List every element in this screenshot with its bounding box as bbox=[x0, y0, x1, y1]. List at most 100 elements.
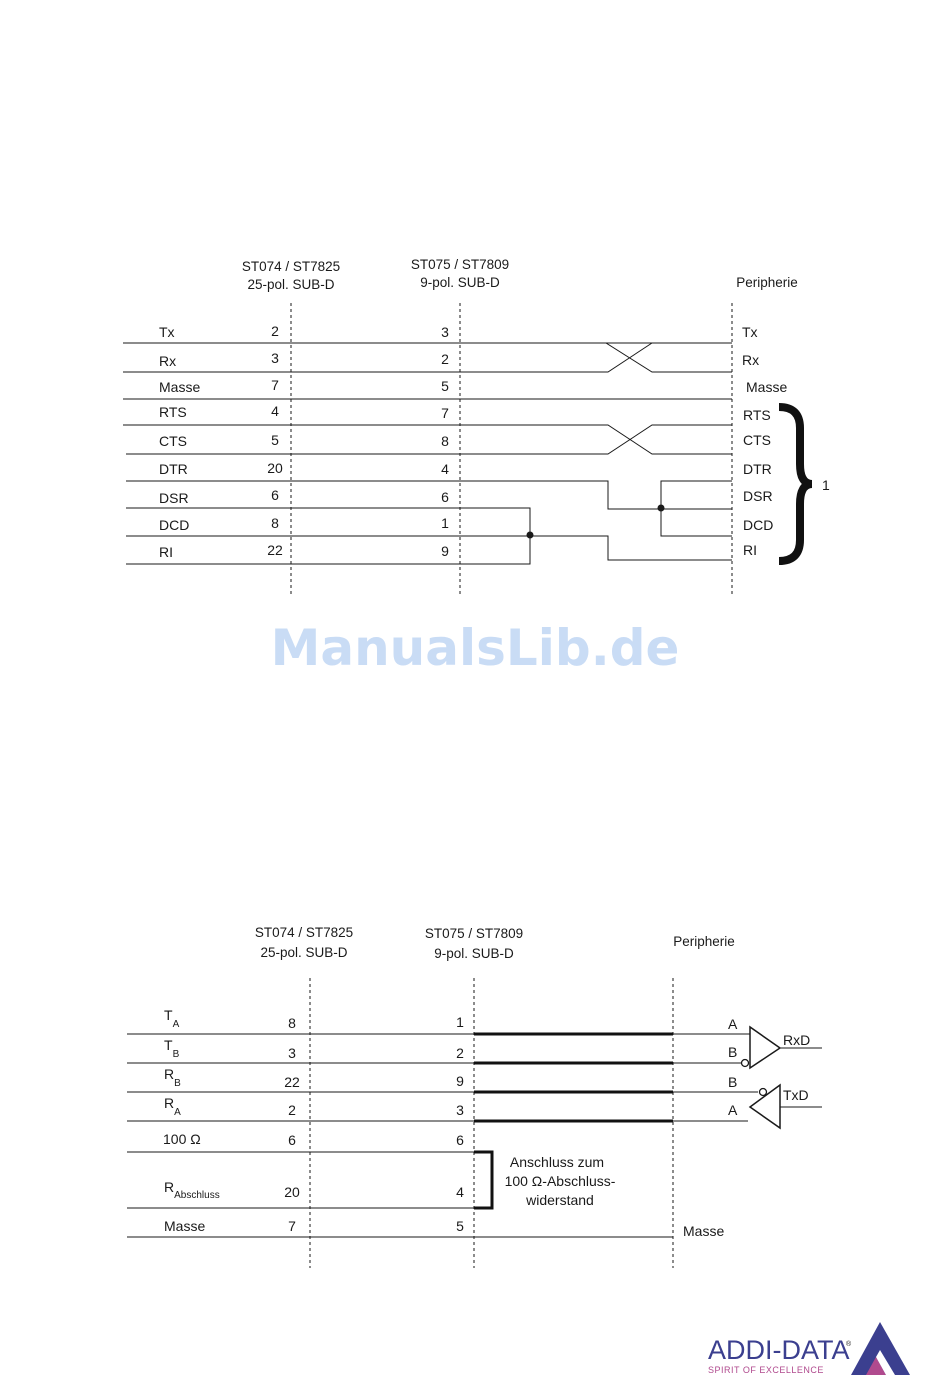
junction-dot bbox=[657, 504, 665, 512]
wire-cts bbox=[126, 424, 732, 455]
d1-col1-header-line1: ST074 / ST7825 bbox=[242, 259, 340, 274]
d2-signal-label: Masse bbox=[164, 1218, 205, 1234]
d2-signal-label: TA bbox=[164, 1007, 180, 1030]
d2-peripheral-label: A bbox=[728, 1016, 738, 1032]
termination-note-line2: 100 Ω-Abschluss- bbox=[505, 1173, 616, 1189]
receiver-buffer-icon bbox=[740, 1025, 822, 1070]
d1-pin25: 22 bbox=[267, 542, 283, 558]
brace-label: 1 bbox=[822, 477, 830, 493]
d1-peripheral-header: Peripherie bbox=[736, 275, 798, 290]
d2-pin25: 20 bbox=[284, 1184, 300, 1200]
d2-pin9: 5 bbox=[456, 1218, 464, 1234]
d2-pin9: 4 bbox=[456, 1184, 464, 1200]
addi-data-logo: ADDI-DATA ® SPIRIT OF EXCELLENCE bbox=[708, 1322, 910, 1375]
d2-pin25: 2 bbox=[288, 1102, 296, 1118]
d2-signal-labels: TA TB RB RA 100 Ω RAbschluss Masse bbox=[163, 1007, 220, 1234]
d1-wires bbox=[123, 342, 732, 565]
termination-note-line3: widerstand bbox=[525, 1192, 594, 1208]
d1-pin25: 20 bbox=[267, 460, 283, 476]
d1-pin9: 1 bbox=[441, 515, 449, 531]
d2-signal-label: RAbschluss bbox=[164, 1179, 220, 1201]
d2-pin25: 6 bbox=[288, 1132, 296, 1148]
d1-pin25: 5 bbox=[271, 432, 279, 448]
d2-pin9: 6 bbox=[456, 1132, 464, 1148]
d1-peripheral-label: Masse bbox=[746, 379, 787, 395]
d1-signal-label: Tx bbox=[159, 324, 175, 340]
d1-peripheral-label: RI bbox=[743, 542, 757, 558]
d2-signal-label: TB bbox=[164, 1037, 180, 1060]
d1-col2-header-line2: 9-pol. SUB-D bbox=[420, 275, 500, 290]
d2-col2-header-line2: 9-pol. SUB-D bbox=[434, 946, 514, 961]
d1-pin9: 3 bbox=[441, 324, 449, 340]
d1-peripheral-labels: Tx Rx Masse RTS CTS DTR DSR DCD RI bbox=[742, 324, 787, 558]
d1-col2-header-line1: ST075 / ST7809 bbox=[411, 257, 509, 272]
d1-peripheral-label: Rx bbox=[742, 352, 759, 368]
wire-rx-cross bbox=[460, 342, 732, 373]
d1-signal-label: DCD bbox=[159, 517, 189, 533]
d2-pin25: 3 bbox=[288, 1045, 296, 1061]
d1-peripheral-label: DTR bbox=[743, 461, 772, 477]
d2-peripheral-label: B bbox=[728, 1044, 737, 1060]
termination-bridge bbox=[474, 1150, 494, 1210]
d1-pin25: 7 bbox=[271, 377, 279, 393]
d2-col1-header-line1: ST074 / ST7825 bbox=[255, 925, 353, 940]
wire-ri bbox=[530, 535, 732, 561]
d2-pin9-numbers: 1 2 9 3 6 4 5 bbox=[456, 1014, 464, 1234]
d2-peripheral-label: B bbox=[728, 1074, 737, 1090]
logo-brand-text: ADDI-DATA bbox=[708, 1335, 850, 1365]
d2-pin9: 2 bbox=[456, 1045, 464, 1061]
rs422-wiring-diagram: ST074 / ST7825 25-pol. SUB-D ST075 / ST7… bbox=[127, 925, 822, 1268]
d1-signal-label: DSR bbox=[159, 490, 189, 506]
d1-signal-label: DTR bbox=[159, 461, 188, 477]
txd-label: TxD bbox=[783, 1087, 809, 1103]
d1-col1-header-line2: 25-pol. SUB-D bbox=[247, 277, 334, 292]
d1-pin9: 4 bbox=[441, 461, 449, 477]
wire-rx bbox=[123, 342, 653, 373]
termination-note-line1: Anschluss zum bbox=[510, 1154, 604, 1170]
d2-pin9: 9 bbox=[456, 1073, 464, 1089]
d1-signal-label: Masse bbox=[159, 379, 200, 395]
d2-pin9: 3 bbox=[456, 1102, 464, 1118]
d1-signal-labels: Tx Rx Masse RTS CTS DTR DSR DCD RI bbox=[159, 324, 200, 560]
d1-signal-label: RTS bbox=[159, 404, 187, 420]
d1-pin25: 4 bbox=[271, 403, 279, 419]
d2-pin25: 8 bbox=[288, 1015, 296, 1031]
wire-dtr bbox=[126, 480, 732, 510]
d1-pin25: 2 bbox=[271, 323, 279, 339]
d1-pin9: 2 bbox=[441, 351, 449, 367]
d1-signal-label: Rx bbox=[159, 353, 176, 369]
grouping-brace bbox=[778, 403, 813, 565]
d1-pin9-numbers: 3 2 5 7 8 4 6 1 9 bbox=[441, 324, 449, 559]
d1-pin9: 5 bbox=[441, 378, 449, 394]
d2-peripheral-header: Peripherie bbox=[673, 934, 735, 949]
d2-peripheral-label: A bbox=[728, 1102, 738, 1118]
d1-peripheral-label: DCD bbox=[743, 517, 773, 533]
d1-pin9: 7 bbox=[441, 405, 449, 421]
logo-registered-mark: ® bbox=[846, 1340, 852, 1348]
d1-pin9: 6 bbox=[441, 489, 449, 505]
d2-pin25-numbers: 8 3 22 2 6 20 7 bbox=[284, 1015, 300, 1234]
d2-pin9: 1 bbox=[456, 1014, 464, 1030]
d1-peripheral-label: DSR bbox=[743, 488, 773, 504]
d1-pin9: 9 bbox=[441, 543, 449, 559]
d2-signal-label: 100 Ω bbox=[163, 1131, 201, 1147]
d2-peripheral-labels: A B B A Masse bbox=[683, 1016, 738, 1239]
d2-peripheral-label: Masse bbox=[683, 1223, 724, 1239]
junction-dot bbox=[526, 531, 534, 539]
wire-rts bbox=[123, 424, 732, 455]
d2-wires bbox=[127, 1032, 758, 1238]
logo-slogan: SPIRIT OF EXCELLENCE bbox=[708, 1365, 824, 1375]
d2-pin25: 22 bbox=[284, 1074, 300, 1090]
d1-peripheral-label: RTS bbox=[743, 407, 771, 423]
d2-col1-header-line2: 25-pol. SUB-D bbox=[260, 945, 347, 960]
d2-signal-label: RB bbox=[164, 1066, 181, 1089]
d1-pin9: 8 bbox=[441, 433, 449, 449]
d1-pin25: 6 bbox=[271, 487, 279, 503]
d1-pin25: 3 bbox=[271, 350, 279, 366]
d1-peripheral-label: CTS bbox=[743, 432, 771, 448]
d1-pin25: 8 bbox=[271, 515, 279, 531]
logo-triangle-icon bbox=[851, 1322, 910, 1375]
d2-pin25: 7 bbox=[288, 1218, 296, 1234]
rxd-label: RxD bbox=[783, 1032, 810, 1048]
